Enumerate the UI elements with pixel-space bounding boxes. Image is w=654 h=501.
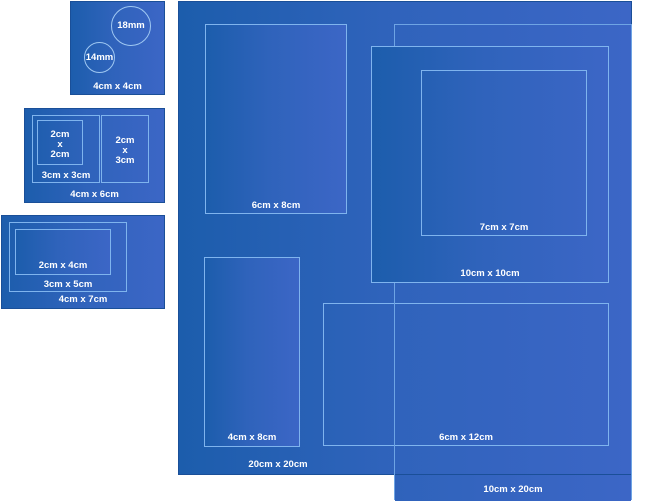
inner-2x3: 2cm x 3cm: [101, 115, 149, 183]
circle-18mm: 18mm: [111, 6, 151, 46]
frame-4x6-label: 4cm x 6cm: [70, 189, 119, 200]
inner-3x3-label: 3cm x 3cm: [41, 170, 91, 181]
inner-2x3-label: 2cm x 3cm: [115, 135, 135, 166]
frame-4x4-label: 4cm x 4cm: [93, 81, 142, 92]
frame-20x20-label: 20cm x 20cm: [248, 459, 308, 470]
frame-10x10-label: 10cm x 10cm: [460, 268, 520, 279]
circle-14mm: 14mm: [84, 42, 115, 73]
frame-10x20-label: 10cm x 20cm: [483, 484, 543, 495]
frame-4x6: 2cm x 2cm 3cm x 3cm 2cm x 3cm 4cm x 6cm: [24, 108, 165, 203]
inner-2x2-label: 2cm x 2cm: [50, 129, 70, 160]
box-6x12: 6cm x 12cm: [323, 303, 609, 446]
frame-4x7: 2cm x 4cm 3cm x 5cm 4cm x 7cm: [1, 215, 165, 309]
inner-3x5-label: 3cm x 5cm: [43, 279, 93, 290]
inner-2x4-label: 2cm x 4cm: [38, 260, 88, 271]
inner-2x2: 2cm x 2cm: [37, 120, 83, 165]
box-4x8: 4cm x 8cm: [204, 257, 300, 447]
box-6x8-label: 6cm x 8cm: [251, 200, 301, 211]
frame-4x4: 18mm 14mm 4cm x 4cm: [70, 1, 165, 95]
circle-14mm-label: 14mm: [85, 51, 114, 63]
inner-3x5: 2cm x 4cm 3cm x 5cm: [9, 222, 127, 292]
box-6x12-label: 6cm x 12cm: [439, 432, 493, 443]
box-6x8: 6cm x 8cm: [205, 24, 347, 214]
inner-2x4: 2cm x 4cm: [15, 229, 111, 275]
inner-7x7: 7cm x 7cm: [421, 70, 587, 236]
frame-10x10: 7cm x 7cm 10cm x 10cm: [371, 46, 609, 283]
inner-7x7-label: 7cm x 7cm: [479, 222, 529, 233]
frame-4x7-label: 4cm x 7cm: [58, 294, 108, 305]
frame-10x20-lower-fill: [395, 475, 631, 501]
inner-3x3: 2cm x 2cm 3cm x 3cm: [32, 115, 100, 183]
circle-18mm-label: 18mm: [117, 20, 145, 32]
box-4x8-label: 4cm x 8cm: [227, 432, 277, 443]
